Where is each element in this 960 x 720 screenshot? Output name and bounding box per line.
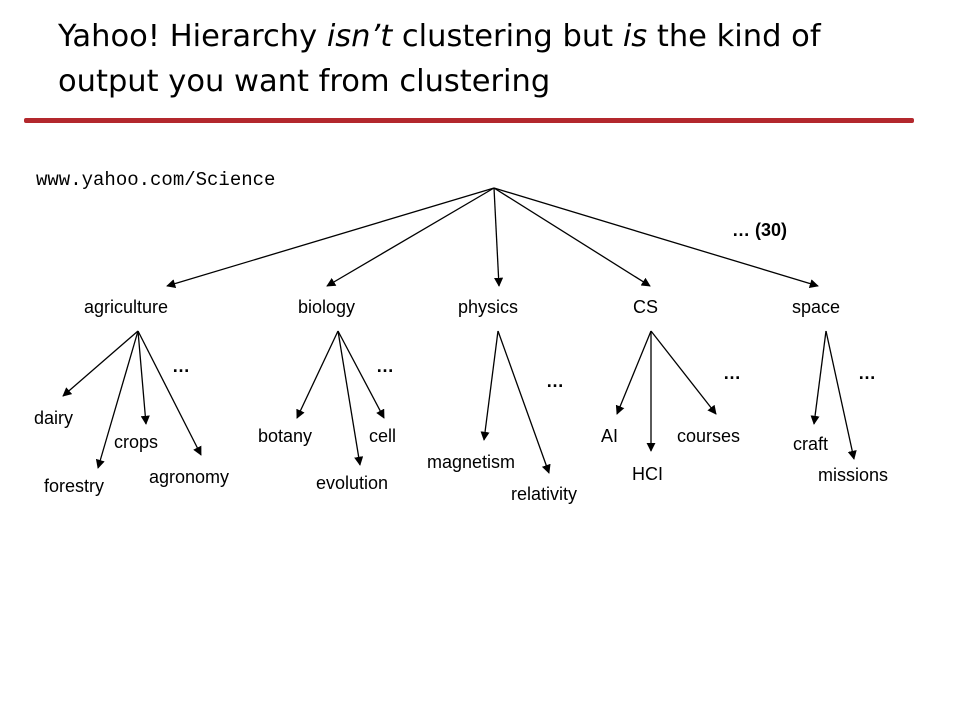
leaf-magnetism: magnetism	[427, 452, 516, 472]
leaf-dairy: dairy	[34, 408, 74, 428]
title-part-1: Yahoo! Hierarchy	[58, 19, 327, 54]
leaf-missions: missions	[818, 465, 889, 485]
leaf-evolution: evolution	[316, 473, 389, 493]
edge-space-craft	[810, 330, 827, 425]
edge-agriculture-crops	[137, 330, 150, 425]
category-cs: CS	[633, 297, 659, 317]
edge-biology-evolution	[337, 330, 364, 466]
edge-root-agriculture	[166, 187, 495, 289]
more-cs: …	[723, 363, 741, 383]
edge-root-space	[493, 187, 819, 288]
leaf-agronomy: agronomy	[149, 467, 230, 487]
title-part-2-italic: isn’t	[326, 19, 393, 54]
edge-agriculture-dairy	[62, 330, 139, 397]
slide-title: Yahoo! Hierarchy isn’t clustering but is…	[58, 14, 918, 104]
leaf-craft: craft	[793, 434, 829, 454]
edge-physics-relativity	[497, 330, 551, 474]
edge-physics-magnetism	[480, 330, 499, 441]
more-space: …	[858, 363, 876, 383]
leaf-botany: botany	[258, 426, 313, 446]
leaf-ai: AI	[601, 426, 619, 446]
edge-space-missions	[825, 330, 857, 460]
title-part-3: clustering but	[392, 19, 623, 54]
science-url: www.yahoo.com/Science	[36, 169, 276, 191]
category-physics: physics	[458, 297, 519, 317]
title-rule	[24, 118, 914, 123]
more-categories-count: … (30)	[732, 220, 788, 240]
edge-root-physics	[493, 187, 504, 287]
more-agriculture: …	[172, 356, 190, 376]
leaf-hci: HCI	[632, 464, 663, 484]
edge-agriculture-forestry	[95, 330, 139, 469]
title-part-4-italic: is	[622, 19, 648, 54]
more-biology: …	[376, 356, 394, 376]
edge-root-cs	[493, 187, 651, 287]
leaf-forestry: forestry	[44, 476, 105, 496]
leaf-cell: cell	[369, 426, 397, 446]
category-space: space	[792, 297, 841, 317]
more-physics: …	[546, 371, 564, 391]
category-biology: biology	[298, 297, 356, 317]
edge-root-biology	[326, 187, 495, 287]
edge-biology-botany	[296, 330, 339, 419]
edge-biology-cell	[337, 330, 385, 419]
leaf-crops: crops	[114, 432, 159, 452]
title-part-5: the kind of output you want from cluster…	[58, 19, 821, 99]
edge-cs-courses	[650, 330, 717, 415]
leaf-courses: courses	[677, 426, 741, 446]
edge-agriculture-agronomy	[137, 330, 202, 456]
leaf-relativity: relativity	[511, 484, 578, 504]
edge-cs-ai	[615, 330, 652, 415]
category-agriculture: agriculture	[84, 297, 169, 317]
